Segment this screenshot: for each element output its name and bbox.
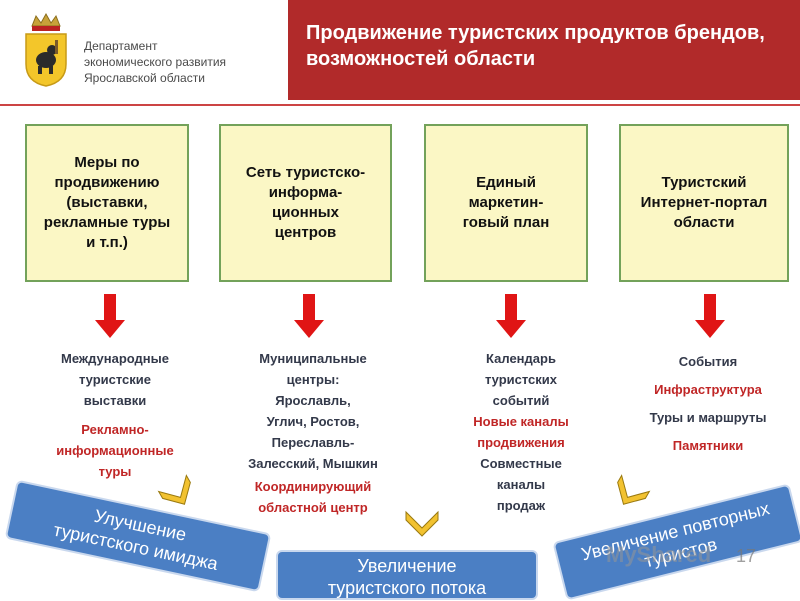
box-label: Единый маркетин- говый план [462,174,550,231]
list-item: Международные туристские выставки [61,351,169,408]
down-arrow-icon [496,294,526,338]
header-divider [0,104,800,106]
column-portal: События Инфраструктура Туры и маршруты П… [628,348,788,460]
page-title: Продвижение туристских продуктов брендов… [306,22,765,70]
box-tic-network: Сеть туристско- информа- ционных центров [219,124,392,282]
box-promotion-measures: Меры по продвижению (выставки, рекламные… [25,124,189,282]
list-item: Совместные каналы продаж [480,456,562,513]
box-label: Меры по продвижению (выставки, рекламные… [43,154,171,251]
list-item: Инфраструктура [654,382,762,397]
box-marketing-plan: Единый маркетин- говый план [424,124,588,282]
box-label: Сеть туристско- информа- ционных центров [245,164,366,241]
column-tic: Муниципальные центры: Ярославль, Углич, … [228,348,398,518]
column-marketing: Календарь туристских событий Новые канал… [446,348,596,516]
watermark: MyShared [606,542,712,567]
ribbon-label: Увеличение туристского потока [327,556,487,598]
down-arrow-icon [294,294,324,338]
list-item: Календарь туристских событий [484,351,558,408]
down-arrow-icon [695,294,725,338]
box-label: Туристский Интернет-портал области [640,174,768,231]
page-number: 17 [736,546,757,566]
chevron-down-icon [617,474,651,505]
list-item: Координирующий областной центр [254,479,372,515]
department-name: Департамент экономического развития Ярос… [84,39,227,85]
column-promotion: Международные туристские выставки Реклам… [40,348,190,482]
chevron-down-icon [157,474,191,505]
list-item: Новые каналы продвижения [473,414,569,450]
chevron-down-icon [405,510,439,537]
list-item: Памятники [672,438,744,453]
coat-of-arms-bear-icon [22,12,70,88]
list-item: Муниципальные центры: Ярославль, Углич, … [248,351,378,471]
ribbon-flow-increase: Увеличение туристского потока [276,550,538,600]
title-banner: Продвижение туристских продуктов брендов… [288,0,800,100]
list-item: Туры и маршруты [649,410,767,425]
box-internet-portal: Туристский Интернет-портал области [619,124,789,282]
down-arrow-icon [95,294,125,338]
list-item: События [678,354,738,369]
list-item: Рекламно- информационные туры [56,422,174,479]
